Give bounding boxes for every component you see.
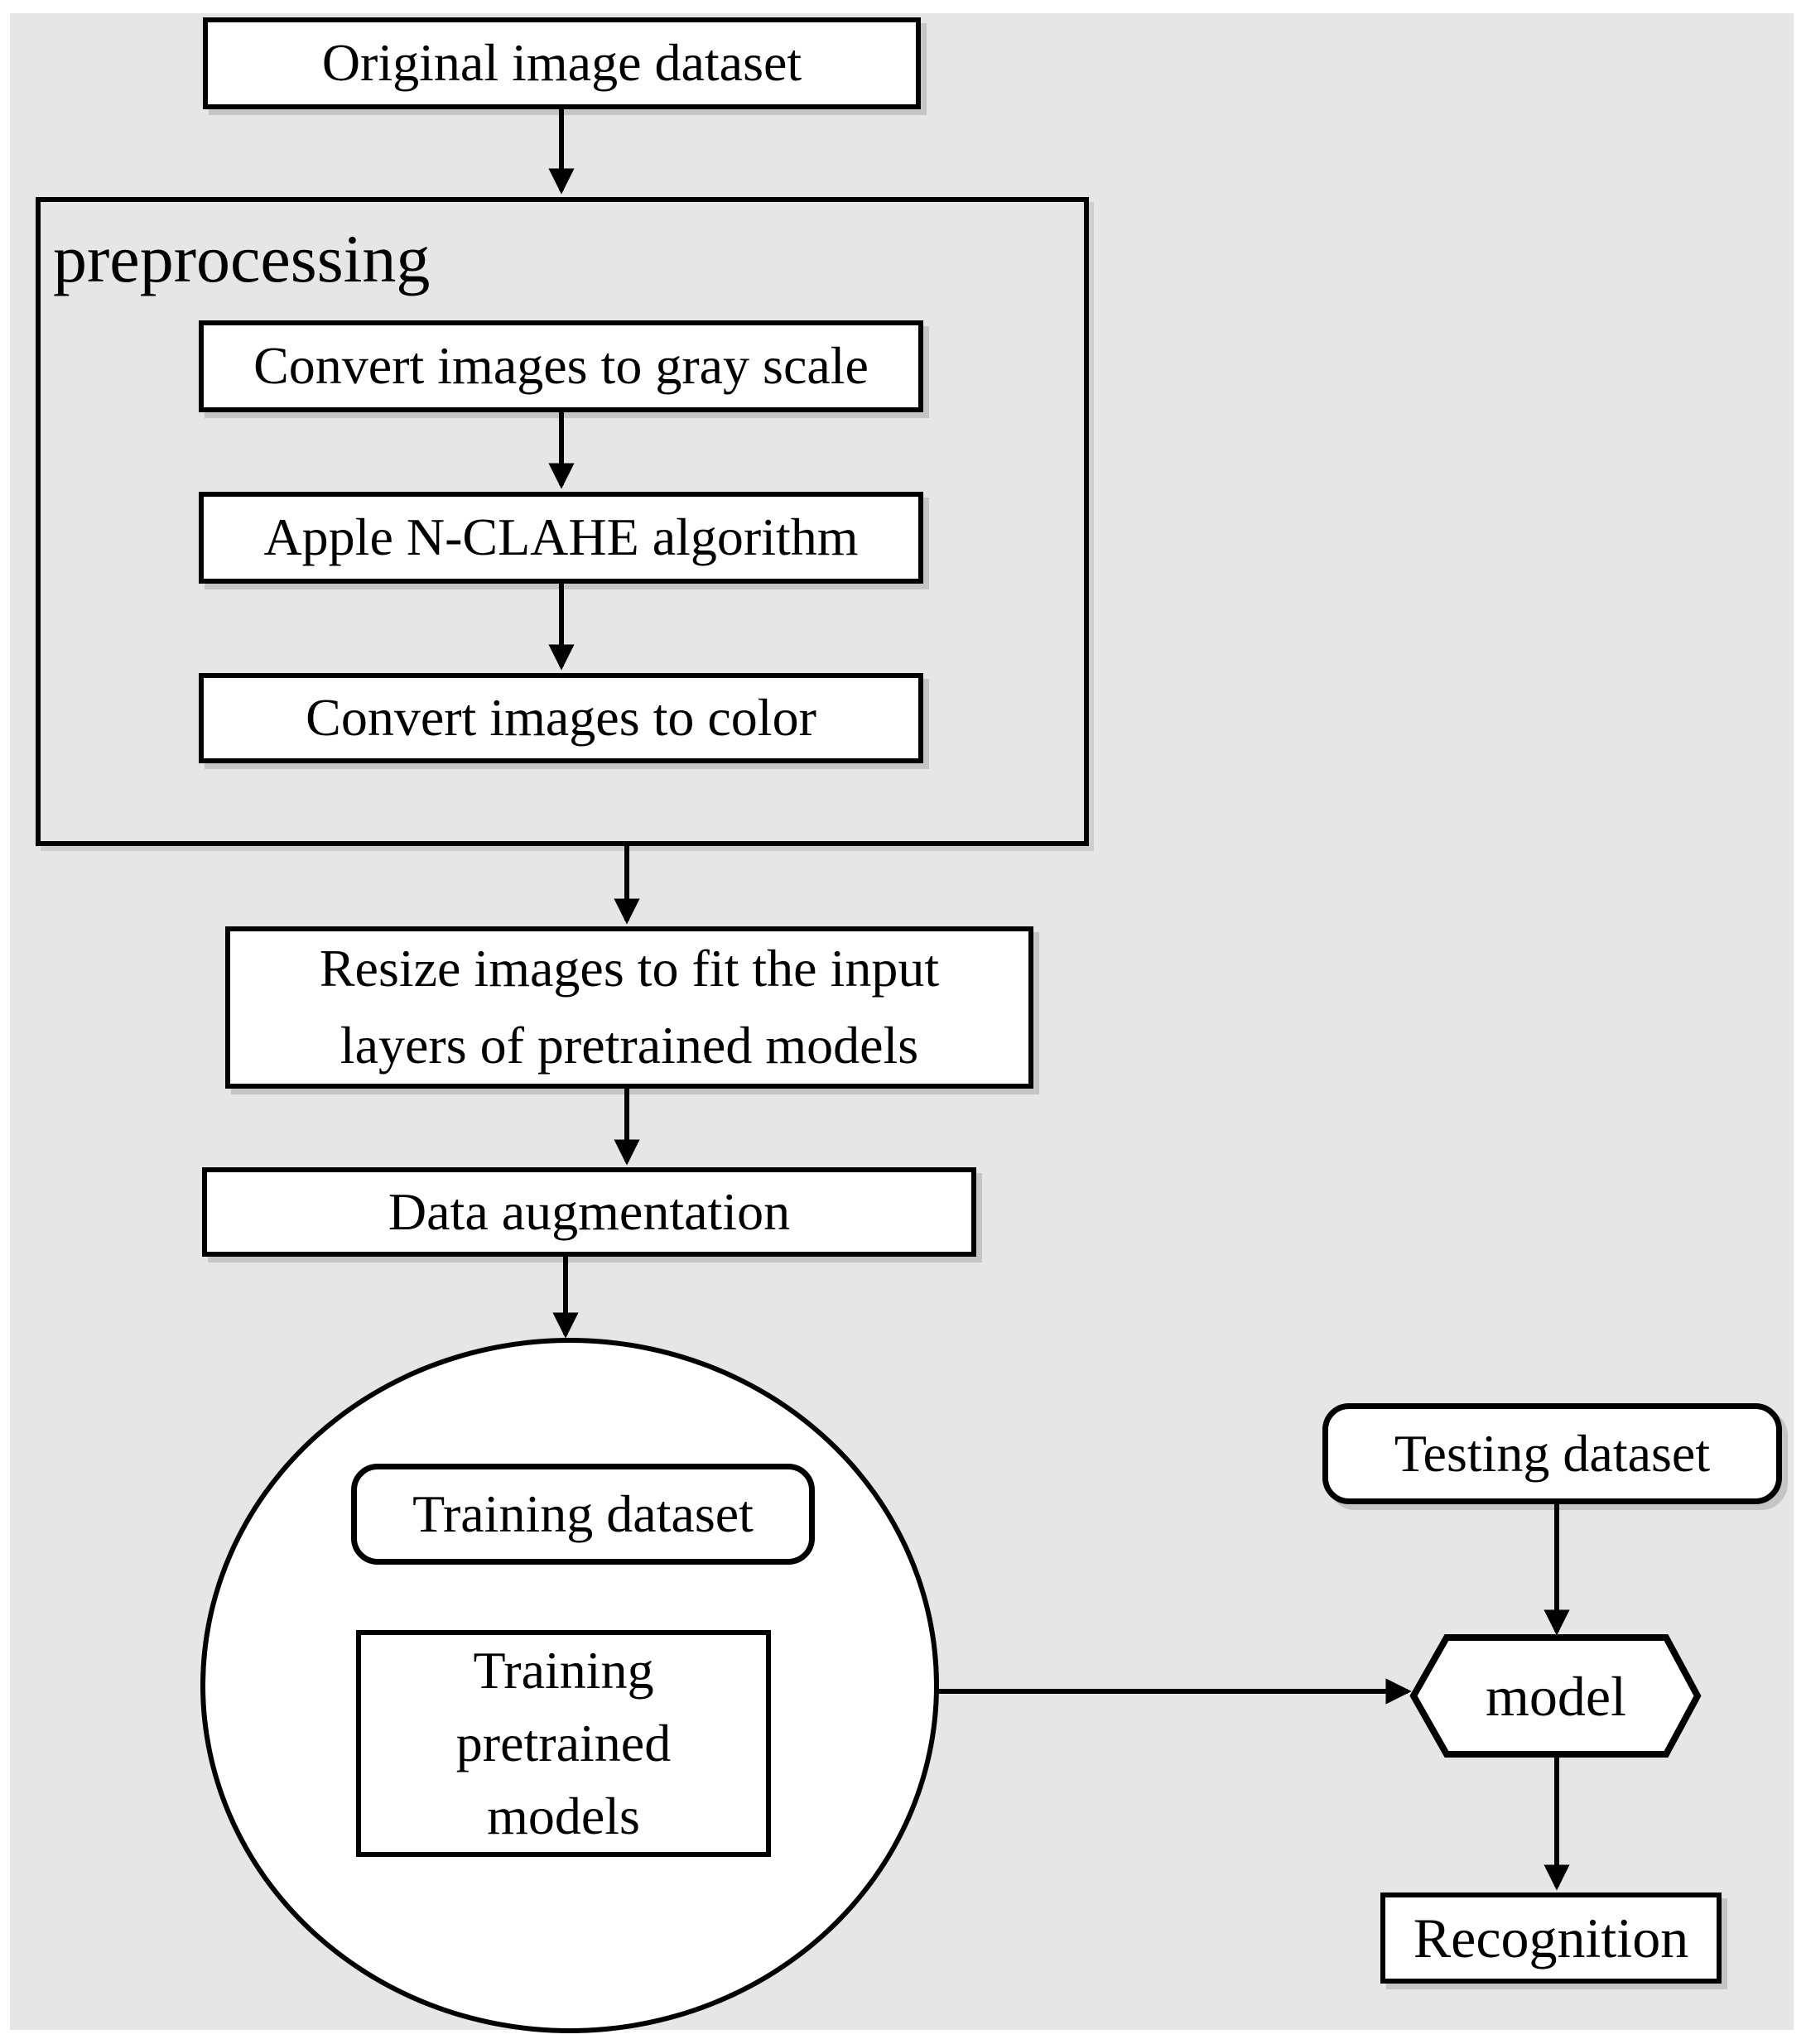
node-model-label: model: [1486, 1664, 1626, 1728]
node-convert-color: Convert images to color: [199, 673, 923, 763]
node-training-dataset: Training dataset: [351, 1464, 815, 1565]
node-resize-images-label-line2: layers of pretrained models: [340, 1016, 919, 1075]
node-convert-gray-scale: Convert images to gray scale: [199, 320, 923, 412]
node-data-augmentation: Data augmentation: [202, 1167, 976, 1257]
node-training-pretrained-models: Training pretrained models: [356, 1630, 771, 1857]
group-preprocessing-label: preprocessing: [53, 221, 431, 296]
node-convert-gray-scale-label: Convert images to gray scale: [253, 336, 869, 396]
group-preprocessing: [36, 197, 1089, 846]
node-resize-images-label-line1: Resize images to fit the input: [319, 939, 940, 998]
node-testing-dataset: Testing dataset: [1322, 1403, 1782, 1504]
node-training-pretrained-models-label-line1: Training: [473, 1640, 654, 1700]
node-resize-images: Resize images to fit the input layers of…: [225, 926, 1033, 1089]
node-original-image-dataset: Original image dataset: [203, 17, 921, 109]
node-data-augmentation-label: Data augmentation: [388, 1181, 791, 1241]
node-nclahe-algorithm-label: Apple N-CLAHE algorithm: [263, 507, 859, 567]
node-model-hexagon: model: [1405, 1629, 1707, 1763]
node-convert-color-label: Convert images to color: [306, 688, 816, 748]
node-recognition: Recognition: [1380, 1893, 1722, 1984]
node-testing-dataset-label: Testing dataset: [1394, 1423, 1711, 1483]
node-training-pretrained-models-label-line2: pretrained: [455, 1713, 672, 1772]
node-recognition-label: Recognition: [1413, 1906, 1689, 1969]
node-original-image-dataset-label: Original image dataset: [321, 33, 802, 93]
node-training-pretrained-models-label-line3: models: [487, 1787, 640, 1846]
model-hexagon-shape: [1409, 1634, 1702, 1758]
node-nclahe-algorithm: Apple N-CLAHE algorithm: [199, 492, 923, 584]
node-training-dataset-label: Training dataset: [412, 1484, 754, 1543]
